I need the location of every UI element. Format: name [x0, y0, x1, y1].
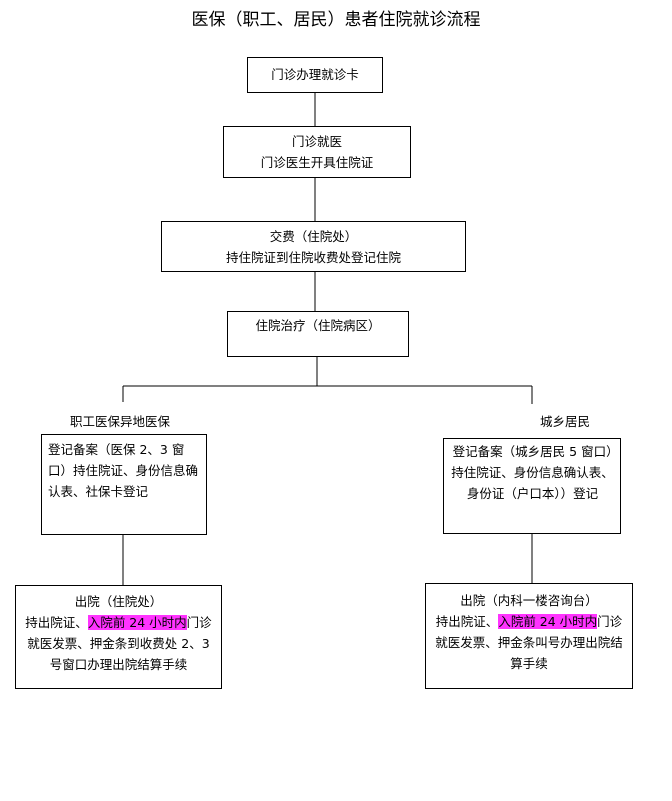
step-pay-line2: 持住院证到住院收费处登记住院: [225, 249, 401, 265]
step-treat-text: 住院治疗（住院病区）: [255, 318, 381, 333]
discharge-employee-title: 出院（住院处）: [74, 594, 163, 609]
discharge-resident-title: 出院（内科一楼咨询台）: [460, 593, 598, 608]
step-treatment: 住院治疗（住院病区）: [227, 311, 409, 357]
register-employee-text: 登记备案（医保 2、3 窗口）持住院证、身份信息确认表、社保卡登记: [48, 442, 199, 499]
step-visit-line2: 门诊医生开具住院证: [260, 155, 374, 170]
discharge-employee-pre: 持出院证、: [25, 615, 88, 630]
discharge-resident-pre: 持出院证、: [435, 614, 499, 629]
step-visit-line1: 门诊就医: [291, 134, 342, 149]
branch-label-resident: 城乡居民: [540, 414, 591, 429]
step-payment: 交费（住院处） 持住院证到住院收费处登记住院: [161, 221, 466, 272]
step-card-text: 门诊办理就诊卡: [271, 67, 359, 82]
register-employee: 登记备案（医保 2、3 窗口）持住院证、身份信息确认表、社保卡登记: [41, 434, 207, 535]
branch-label-employee: 职工医保异地医保: [70, 414, 171, 429]
discharge-resident: 出院（内科一楼咨询台） 持出院证、入院前 24 小时内门诊就医发票、押金条叫号办…: [425, 583, 633, 689]
highlight-24h-employee: 入院前 24 小时内: [87, 615, 187, 630]
discharge-resident-body: 持出院证、入院前 24 小时内门诊就医发票、押金条叫号办理出院结算手续: [432, 611, 626, 674]
register-resident-text: 登记备案（城乡居民 5 窗口）持住院证、身份信息确认表、身份证（户口本））登记: [451, 444, 614, 501]
step-outpatient-visit: 门诊就医 门诊医生开具住院证: [223, 126, 411, 178]
page-title: 医保（职工、居民）患者住院就诊流程: [191, 10, 481, 30]
discharge-employee: 出院（住院处） 持出院证、入院前 24 小时内门诊就医发票、押金条到收费处 2、…: [15, 585, 222, 689]
register-resident: 登记备案（城乡居民 5 窗口）持住院证、身份信息确认表、身份证（户口本））登记: [443, 438, 621, 534]
discharge-resident-post: 门诊就医发票、押金条叫号办理出院结算手续: [435, 614, 623, 671]
highlight-24h-resident: 入院前 24 小时内: [498, 614, 598, 629]
step-pay-line1: 交费（住院处）: [269, 228, 358, 244]
discharge-employee-body: 持出院证、入院前 24 小时内门诊就医发票、押金条到收费处 2、3 号窗口办理出…: [22, 612, 215, 675]
discharge-employee-post: 门诊就医发票、押金条到收费处 2、3 号窗口办理出院结算手续: [27, 615, 212, 672]
step-card: 门诊办理就诊卡: [247, 57, 383, 93]
